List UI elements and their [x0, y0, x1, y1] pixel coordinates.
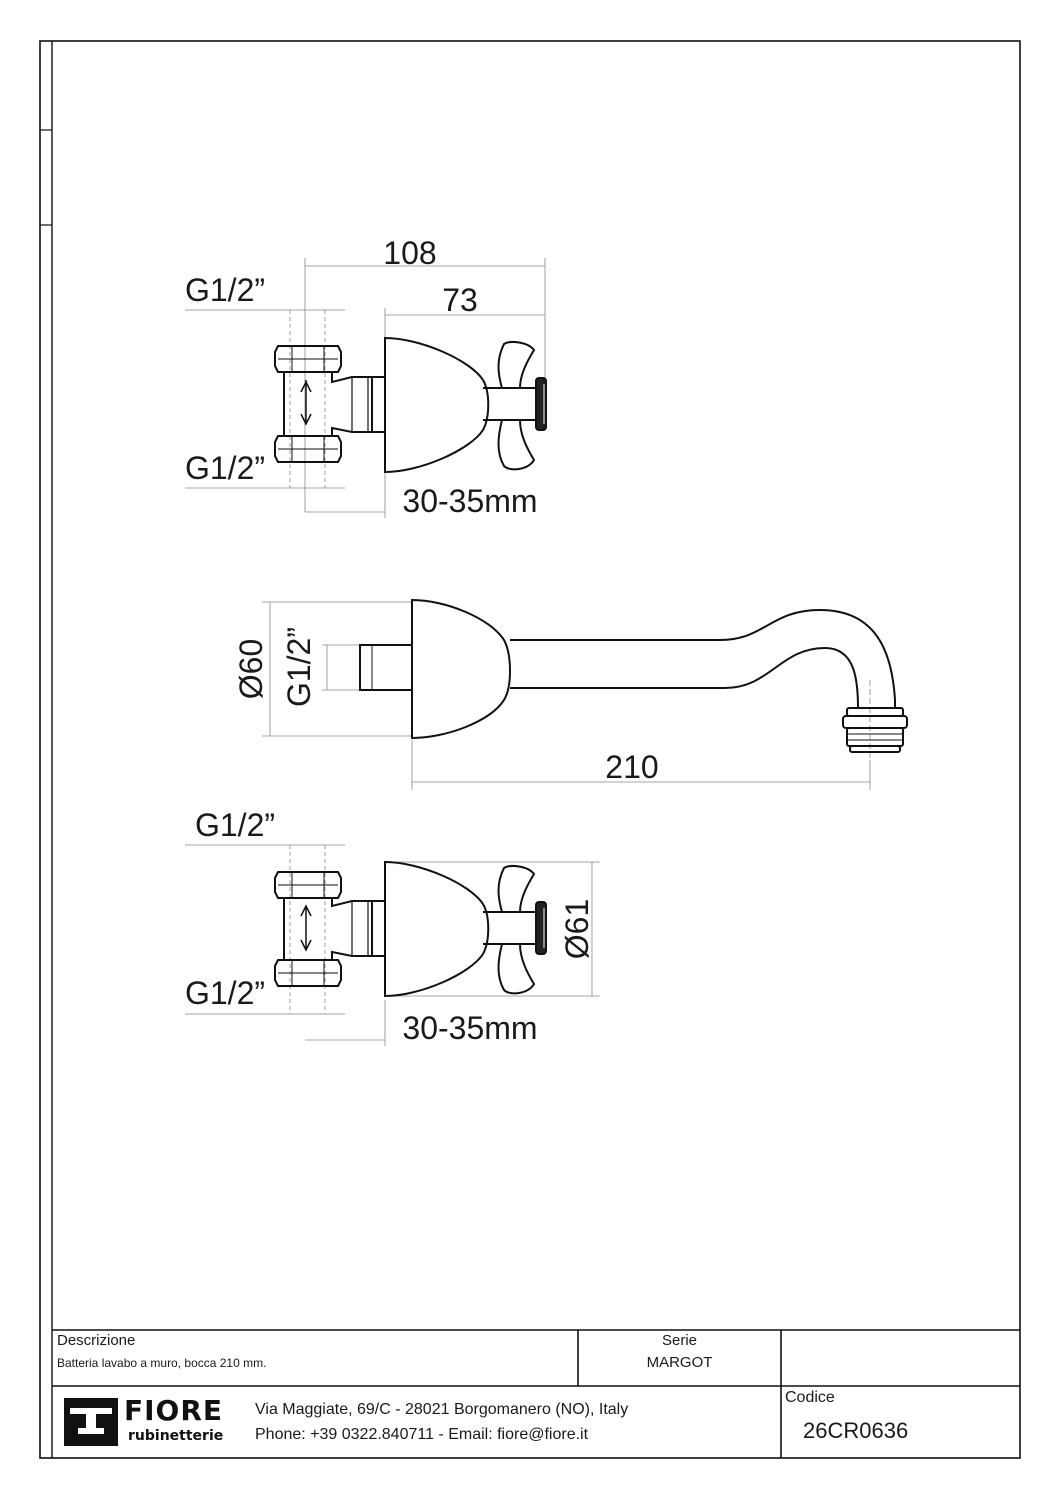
top-thread-lower: G1/2” — [185, 450, 265, 486]
code-label: Codice — [785, 1389, 835, 1406]
bottom-wall-range: 30-35mm — [402, 1010, 537, 1046]
bottom-dim-diameter: Ø61 — [559, 899, 595, 959]
company-contact: Phone: +39 0322.840711 - Email: fiore@fi… — [255, 1426, 589, 1443]
top-thread-upper: G1/2” — [185, 272, 265, 308]
top-dim-overall: 108 — [383, 235, 436, 271]
sheet-frame — [39, 40, 1021, 1459]
title-block-frame — [52, 1329, 1020, 1458]
bottom-thread-lower: G1/2” — [185, 975, 265, 1011]
series-value: MARGOT — [646, 1354, 713, 1371]
company-address: Via Maggiate, 69/C - 28021 Borgomanero (… — [255, 1401, 629, 1418]
logo-subtitle: rubinetterie — [128, 1428, 224, 1444]
top-wall-range: 30-35mm — [402, 483, 537, 519]
description-value: Batteria lavabo a muro, bocca 210 mm. — [57, 1356, 267, 1370]
logo-brand: FIORE — [124, 1394, 224, 1427]
spout-dim-diameter: Ø60 — [233, 639, 269, 699]
top-valve-drawing — [185, 258, 547, 518]
series-label: Serie — [661, 1332, 698, 1349]
top-dim-body: 73 — [442, 282, 478, 318]
fiore-logo-mark — [64, 1398, 118, 1446]
bottom-valve-drawing — [185, 844, 600, 1046]
spout-dim-thread: G1/2” — [281, 627, 317, 707]
description-label: Descrizione — [57, 1332, 136, 1349]
spout-drawing — [262, 598, 908, 790]
bottom-thread-upper: G1/2” — [195, 807, 275, 843]
code-value: 26CR0636 — [803, 1418, 909, 1443]
spout-dim-length: 210 — [605, 749, 658, 785]
